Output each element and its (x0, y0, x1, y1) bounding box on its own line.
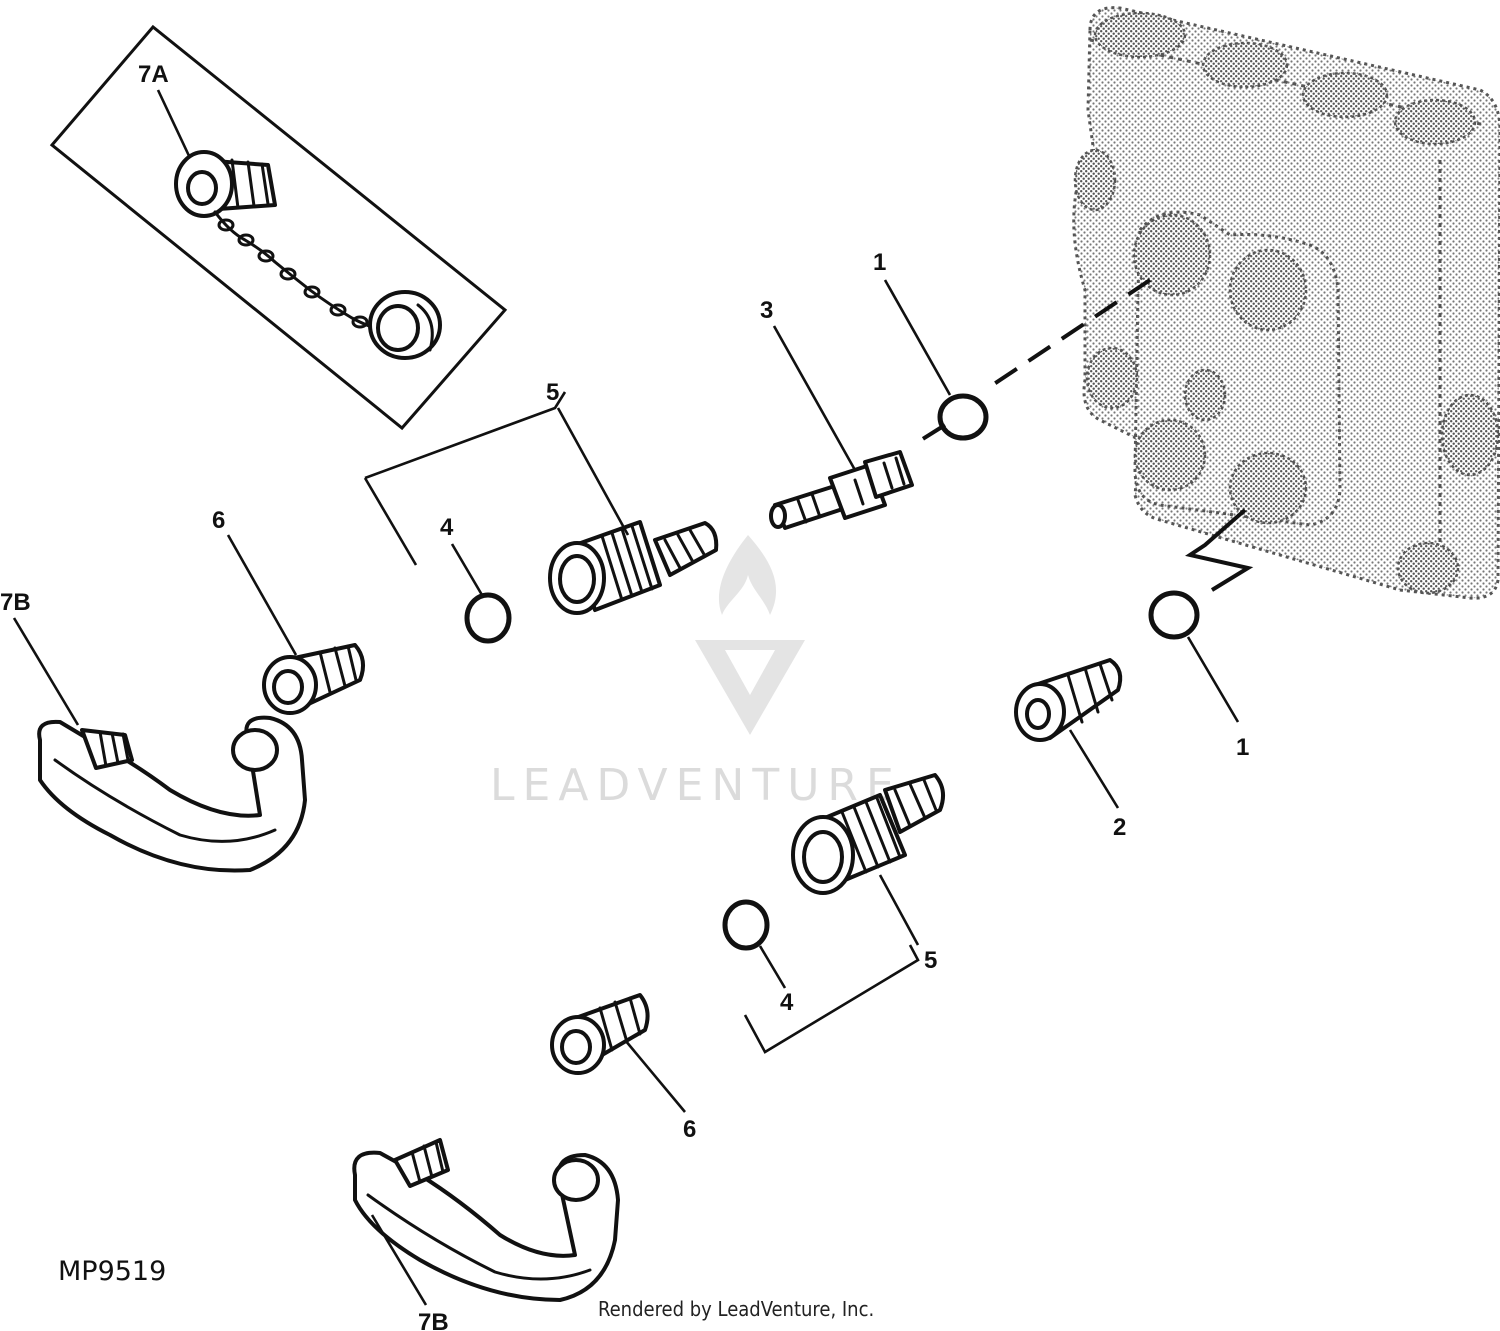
o-ring-4-top: 4 (440, 514, 512, 644)
label-5-top: 5 (546, 379, 559, 406)
label-4-bottom: 4 (780, 989, 794, 1016)
label-4-top: 4 (440, 514, 454, 541)
strap-plug-7b-bottom: 7B (352, 1138, 620, 1331)
label-7a: 7A (138, 61, 169, 88)
fitting-2: 2 (1014, 658, 1126, 841)
label-2: 2 (1113, 814, 1126, 841)
figure-code: MP9519 (58, 1256, 166, 1287)
label-1-top: 1 (873, 249, 886, 276)
watermark-text: LEADVENTURE (490, 760, 902, 811)
coupler-5-bottom: 5 (743, 773, 946, 1054)
o-ring-1-right: 1 (1148, 590, 1249, 761)
label-7b-top: 7B (0, 589, 31, 616)
label-3: 3 (760, 297, 773, 324)
control-valve-body (1072, 6, 1500, 600)
inset-7a: 7A (49, 24, 508, 431)
render-credit: Rendered by LeadVenture, Inc. (598, 1297, 874, 1321)
label-6-top: 6 (212, 507, 225, 534)
cap-with-chain-7a (174, 150, 442, 360)
strap-plug-7b-top: 7B (0, 589, 307, 873)
label-7b-bottom: 7B (418, 1309, 449, 1331)
watermark: LEADVENTURE (490, 535, 902, 811)
label-1-right: 1 (1236, 734, 1249, 761)
dust-plug-6-bottom: 6 (550, 993, 696, 1143)
coupler-5-top: 5 (363, 379, 719, 615)
label-5-bottom: 5 (924, 947, 937, 974)
label-6-bottom: 6 (683, 1116, 696, 1143)
o-ring-4-bottom: 4 (722, 899, 794, 1016)
adapter-3: 3 (760, 297, 914, 530)
o-ring-1-top: 1 (873, 249, 989, 441)
dust-plug-6-top: 6 (212, 507, 366, 715)
leadventure-logo-icon (695, 535, 805, 735)
